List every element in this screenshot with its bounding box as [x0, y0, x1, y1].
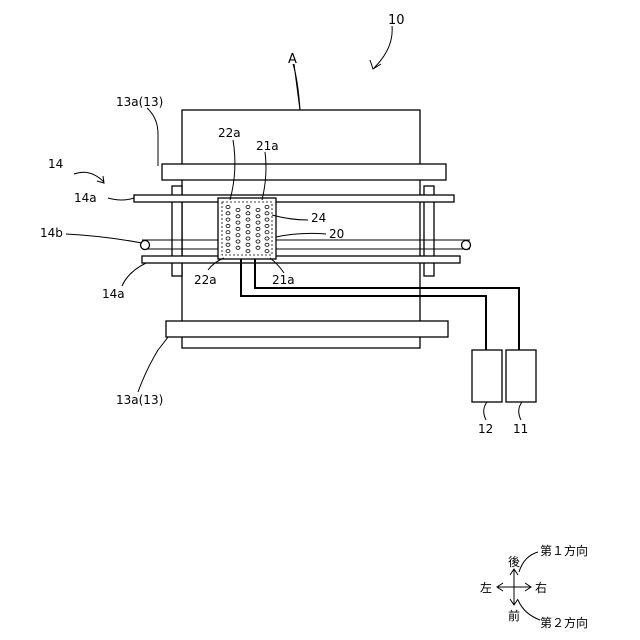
label-24: 24	[311, 211, 326, 225]
leader-guide-upper	[108, 198, 134, 200]
label-guide-rod: 14b	[40, 226, 63, 240]
label-device: 10	[388, 13, 405, 28]
top-roller	[162, 164, 446, 180]
label-first-direction: 第１方向	[540, 543, 588, 558]
leader-second-direction	[518, 600, 540, 620]
label-unit-12: 12	[478, 422, 493, 436]
label-20: 20	[329, 227, 344, 241]
leader-11	[519, 402, 522, 420]
label-unit-11: 11	[513, 422, 528, 436]
guide-rod-left-end	[141, 241, 150, 250]
leader-guide-lower	[122, 263, 146, 286]
unit-12	[472, 350, 502, 402]
label-second-direction: 第２方向	[540, 615, 588, 630]
leader-guide-rod	[66, 234, 142, 243]
label-guide-lower: 14a	[102, 287, 125, 301]
label-right: 右	[535, 580, 547, 595]
leader-roller-bottom	[138, 337, 168, 392]
label-roller-bottom: 13a(13)	[116, 393, 163, 407]
label-group-14: 14	[48, 157, 63, 171]
label-back: 後	[508, 555, 520, 569]
arrow-10	[374, 26, 392, 68]
label-guide-upper: 14a	[74, 191, 97, 205]
leader-first-direction	[519, 552, 538, 572]
guide-rod-right-end	[462, 241, 471, 250]
label-22a-bottom: 22a	[194, 273, 217, 287]
unit-11	[506, 350, 536, 402]
label-left: 左	[480, 580, 492, 595]
arrow-10-head	[370, 60, 381, 69]
leader-12	[484, 402, 487, 420]
label-front: 前	[508, 608, 520, 623]
lower-guide	[142, 256, 460, 263]
direction-legend: 後 前 左 右 第１方向 第２方向	[480, 543, 588, 630]
label-21a-bottom: 21a	[272, 273, 295, 287]
label-region-a: A	[288, 52, 297, 67]
label-22a-top: 22a	[218, 126, 241, 140]
label-roller-top: 13a(13)	[116, 95, 163, 109]
leader-roller-top	[147, 108, 158, 166]
label-21a-top: 21a	[256, 139, 279, 153]
bottom-roller	[166, 321, 448, 337]
arrow-14	[74, 172, 104, 182]
upper-guide	[134, 195, 454, 202]
